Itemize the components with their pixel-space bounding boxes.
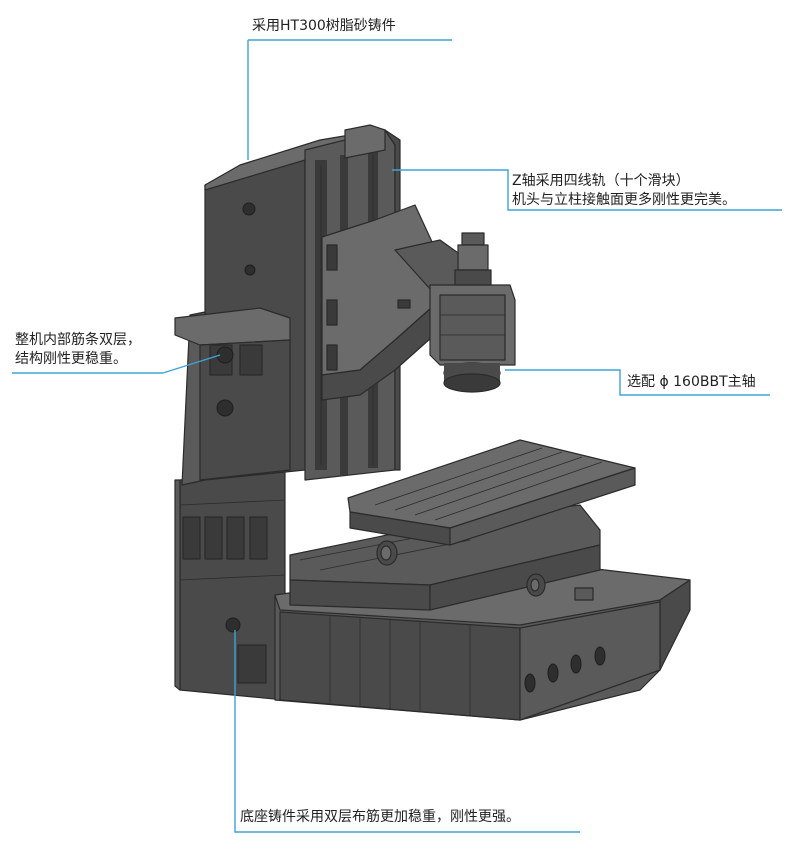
callout-casting-material: 采用HT300树脂砂铸件: [252, 17, 396, 36]
callout-base-casting: 底座铸件采用双层布筋更加稳重，刚性更强。: [240, 808, 520, 827]
callout-spindle: 选配 ϕ 160BBT主轴: [627, 373, 756, 392]
callout-spindle-text: 选配 ϕ 160BBT主轴: [627, 374, 756, 390]
machine-base: [174, 469, 691, 721]
callout-ribs-line2: 结构刚性更稳重。: [15, 351, 127, 367]
saddle: [289, 504, 601, 611]
worktable: [347, 439, 636, 546]
callout-z-axis-rails: Z轴采用四线轨（十个滑块） 机头与立柱接触面更多刚性更完美。: [512, 172, 736, 210]
leader-lines: [12, 39, 782, 833]
column-lower-windows: [182, 516, 268, 560]
spindle-head: [429, 232, 516, 393]
callout-internal-ribs: 整机内部筋条双层， 结构刚性更稳重。: [15, 331, 141, 369]
worktable-t-slots: [374, 447, 603, 521]
callout-casting-material-text: 采用HT300树脂砂铸件: [252, 18, 396, 34]
callout-z-axis-line2: 机头与立柱接触面更多刚性更完美。: [512, 192, 736, 208]
callout-ribs-line1: 整机内部筋条双层，: [15, 332, 141, 348]
callout-base-casting-text: 底座铸件采用双层布筋更加稳重，刚性更强。: [240, 809, 520, 825]
callout-z-axis-line1: Z轴采用四线轨（十个滑块）: [512, 173, 690, 189]
